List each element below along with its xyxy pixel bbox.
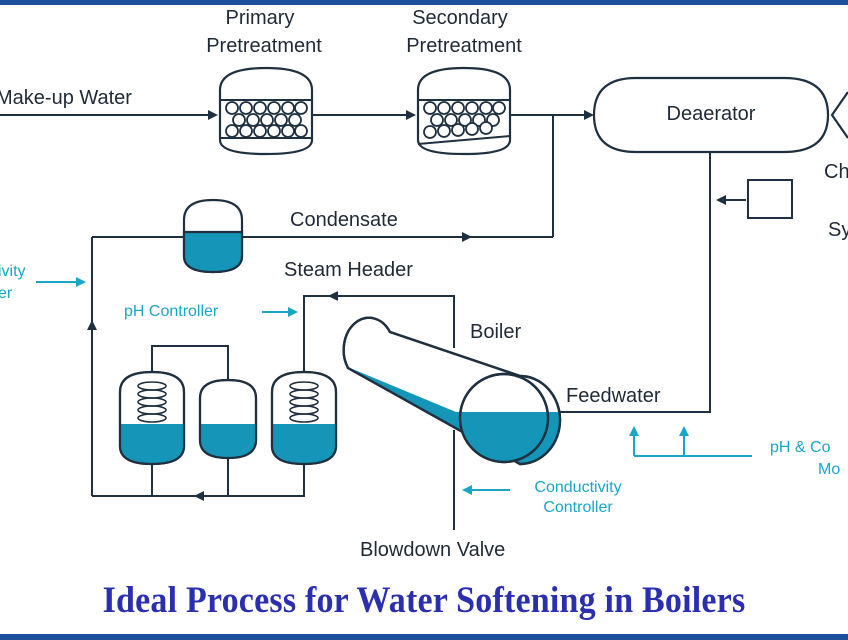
boiler-label: Boiler	[470, 321, 521, 343]
makeup-water-label: Make-up Water	[0, 87, 132, 109]
conductivity-label-2: Controller	[543, 499, 613, 516]
ph-conductivity-label-1: pH & Co	[770, 439, 831, 456]
right-cut-mid-label: Sy	[828, 219, 848, 241]
feedwater-line	[550, 152, 711, 413]
top-border	[0, 0, 848, 5]
primary-pretreatment-vessel	[218, 66, 314, 156]
primary-label-2: Pretreatment	[206, 35, 322, 57]
conductivity-label-1: Conductivity	[534, 479, 621, 496]
bottom-border	[0, 634, 848, 640]
process-diagram: Primary Pretreatment Secondary Pretreatm…	[0, 7, 848, 561]
tank-connector	[151, 345, 229, 384]
secondary-label-1: Secondary	[412, 7, 508, 29]
blowdown-valve-label: Blowdown Valve	[360, 539, 505, 561]
left-cut-label-1: ivity	[0, 263, 26, 280]
left-cut-label-2: er	[0, 285, 13, 302]
diagram-title: Ideal Process for Water Softening in Boi…	[102, 580, 746, 621]
secondary-label-2: Pretreatment	[406, 35, 522, 57]
chemical-feed-box	[747, 179, 793, 219]
deaerating-tank-right	[270, 370, 338, 466]
steam-header-label: Steam Header	[284, 259, 413, 281]
deaerating-tank-left	[118, 370, 186, 466]
middle-tank	[198, 378, 258, 460]
deaerator-vessel	[592, 76, 848, 154]
deaerator-label: Deaerator	[667, 103, 756, 125]
right-cut-top-label: Ch	[824, 161, 848, 183]
condensate-tank	[182, 198, 244, 274]
condensate-label: Condensate	[290, 209, 398, 231]
ph-controller-label: pH Controller	[124, 303, 219, 320]
feedwater-label: Feedwater	[566, 385, 661, 407]
secondary-pretreatment-vessel	[416, 66, 512, 156]
primary-label-1: Primary	[226, 7, 295, 29]
ph-conductivity-label-2: Mo	[818, 461, 840, 478]
boiler-vessel	[342, 316, 562, 466]
